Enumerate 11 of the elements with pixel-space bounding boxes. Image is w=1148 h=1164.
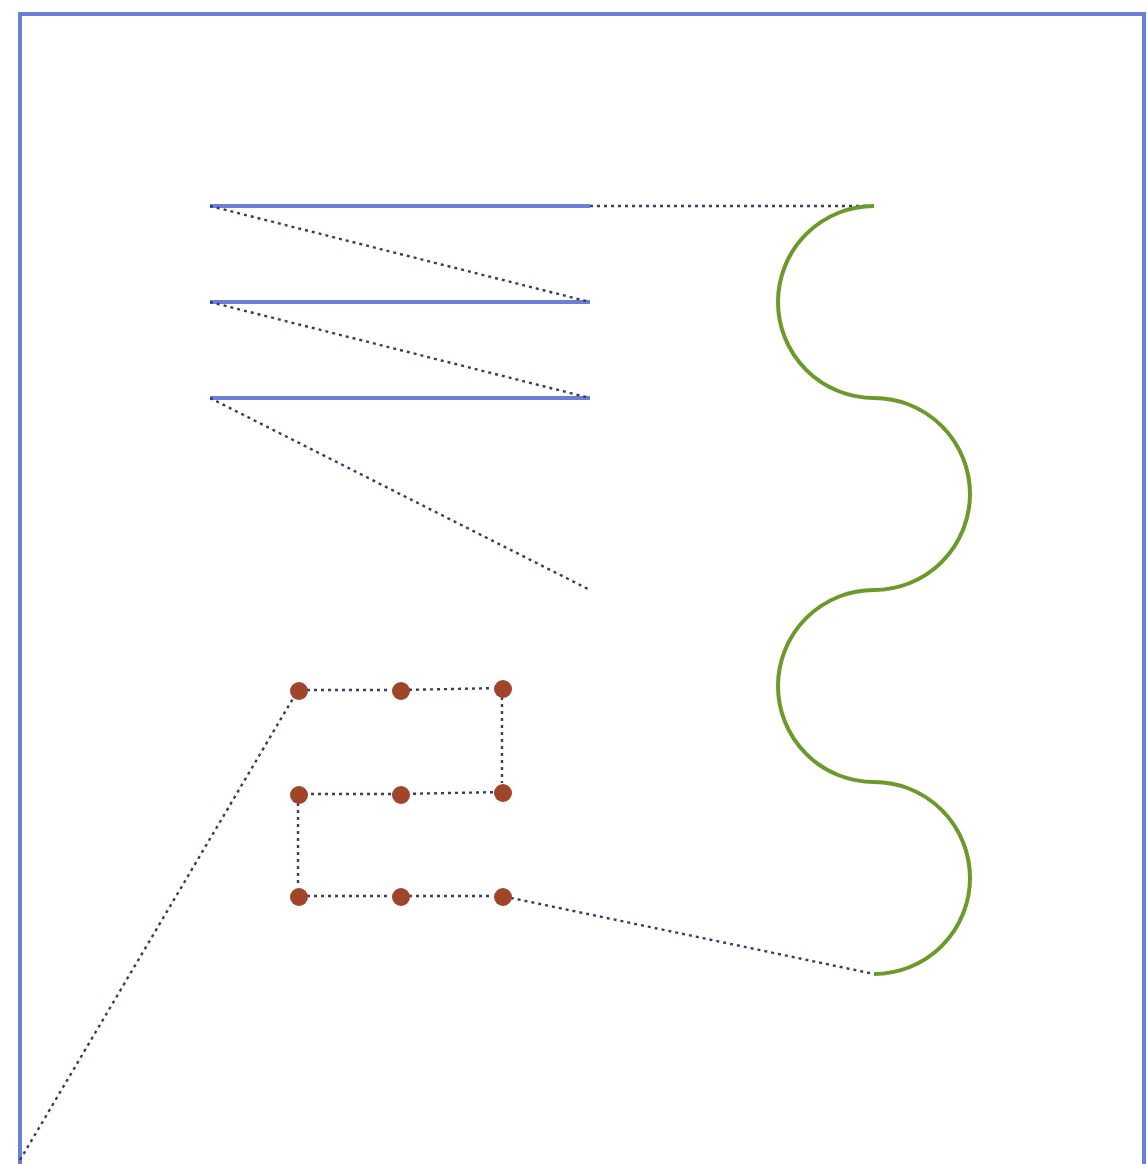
dotted-line <box>18 697 295 1161</box>
dotted-line <box>307 894 391 898</box>
dotted-line <box>510 896 875 976</box>
dotted-line <box>409 894 493 898</box>
dotted-line <box>307 688 391 692</box>
dotted-line <box>408 791 494 795</box>
wave-curve <box>776 204 972 976</box>
dotted-line <box>500 697 504 783</box>
dotted-line <box>408 687 494 691</box>
dotted-line <box>307 792 391 796</box>
dotted-line <box>296 803 300 887</box>
